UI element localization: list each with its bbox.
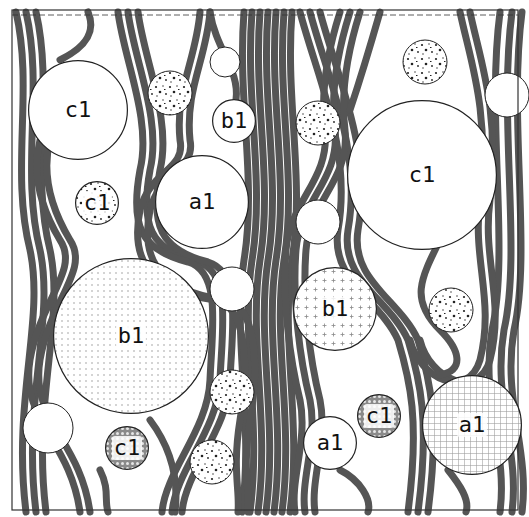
particle-label: c1 xyxy=(112,436,143,460)
circle-shape xyxy=(76,182,119,225)
particle-circle: b1 xyxy=(212,99,256,143)
particle-label: c1 xyxy=(63,98,94,122)
circle-shape xyxy=(348,101,497,250)
particle-label: a1 xyxy=(315,431,346,455)
particle-label: c1 xyxy=(407,163,438,187)
particle-circle: a1 xyxy=(422,375,522,475)
particle-circle: c1 xyxy=(347,100,497,250)
circle-shape xyxy=(423,376,522,475)
particle-circle: b1 xyxy=(53,258,209,414)
particle-label: c1 xyxy=(82,191,113,215)
circle-shape xyxy=(213,100,256,143)
circle-shape xyxy=(106,427,149,470)
particle-label: c1 xyxy=(364,404,395,428)
circle-shape xyxy=(358,395,401,438)
particle-circle: a1 xyxy=(303,416,357,470)
particle-circle: c1 xyxy=(105,426,149,470)
circle-shape xyxy=(29,61,128,160)
particle-label: b1 xyxy=(320,297,351,321)
particle-circle: a1 xyxy=(155,155,249,249)
particle-circle: c1 xyxy=(357,394,401,438)
circle-shape xyxy=(54,259,209,414)
particle-label: a1 xyxy=(187,190,218,214)
particle-label: b1 xyxy=(219,109,250,133)
particle-label: a1 xyxy=(457,413,488,437)
particle-circle: b1 xyxy=(293,267,377,351)
particle-circle: c1 xyxy=(28,60,128,160)
particle-circle: c1 xyxy=(75,181,119,225)
circle-shape xyxy=(304,417,357,470)
particle-label: b1 xyxy=(116,324,147,348)
circle-shape xyxy=(294,268,377,351)
circle-shape xyxy=(156,156,249,249)
